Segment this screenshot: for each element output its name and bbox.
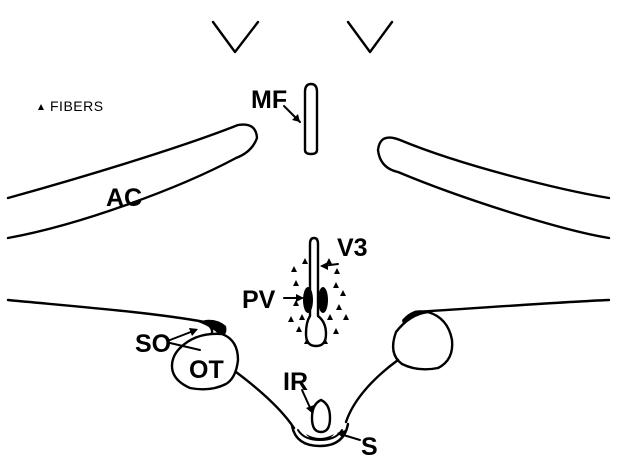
label-so: SO: [135, 330, 171, 358]
label-pv: PV: [242, 286, 276, 314]
top-right-v-mark: [348, 22, 392, 52]
legend-label: FIBERS: [50, 98, 104, 114]
label-ac: AC: [106, 184, 142, 212]
pv-nucleus-left: [303, 287, 313, 313]
label-ir: IR: [283, 368, 308, 396]
label-ot: OT: [189, 356, 224, 384]
pv-arrow-head: [296, 294, 304, 302]
fiber-legend-icon: [38, 104, 44, 110]
optic-tract-right: [393, 312, 452, 369]
pv-nucleus-right: [318, 287, 328, 313]
v3-arrow-head: [320, 262, 328, 270]
median-fissure-shape: [305, 84, 317, 154]
s-region: [306, 434, 334, 441]
infundibulum-wall-right: [346, 360, 398, 422]
infundibular-recess-shape: [312, 400, 330, 432]
label-mf: MF: [251, 86, 287, 114]
ventral-outline-right: [415, 300, 609, 312]
top-left-v-mark: [213, 22, 258, 52]
anterior-commissure-right: [378, 138, 609, 238]
label-v3: V3: [337, 234, 368, 262]
ventral-outline-left: [8, 300, 212, 336]
anterior-commissure-left: [8, 125, 257, 238]
label-s: S: [361, 433, 378, 460]
